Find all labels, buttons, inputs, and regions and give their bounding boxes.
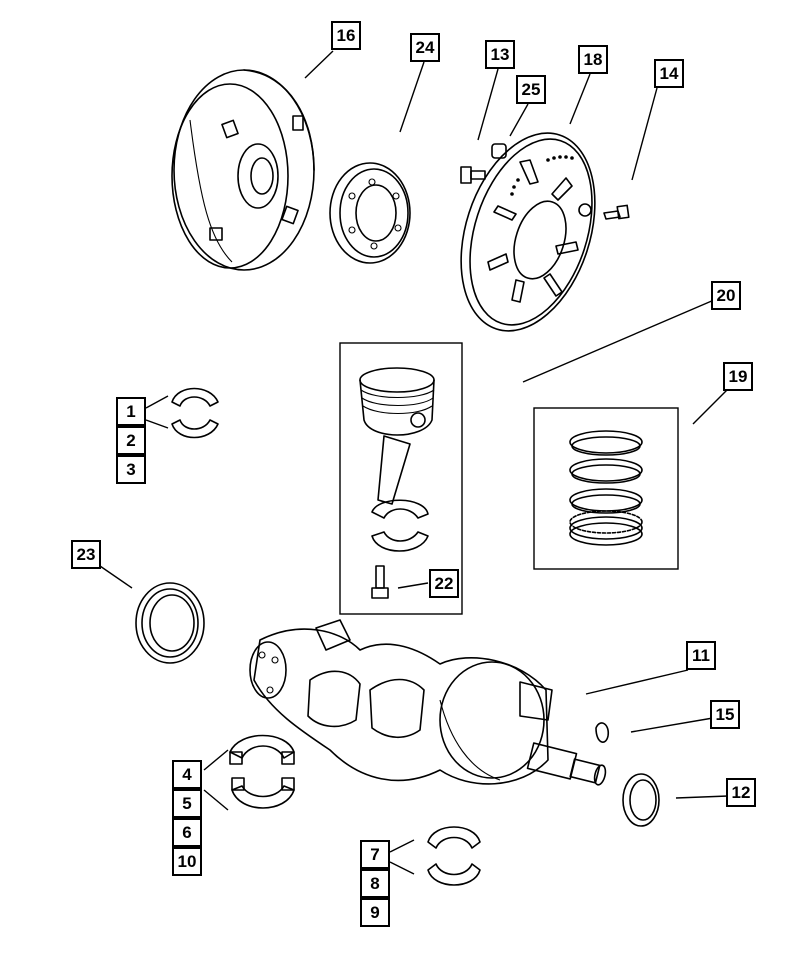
callout-1[interactable]: 1 [116,397,146,426]
dowel-drawing [491,143,507,159]
drive-plate-drawing [329,162,411,264]
callout-10[interactable]: 10 [172,847,202,876]
flexplate-drawing [460,132,596,332]
flexplate-bolt-drawing [460,166,486,184]
front-seal-drawing [622,773,660,827]
callout-19[interactable]: 19 [723,362,753,391]
callout-8[interactable]: 8 [360,869,390,898]
callout-25[interactable]: 25 [516,75,546,104]
callout-14[interactable]: 14 [654,59,684,88]
callout-9[interactable]: 9 [360,898,390,927]
rear-seal-drawing [135,582,205,664]
piston-rod-drawing [359,367,435,599]
converter-bolt-drawing [603,204,630,220]
callout-13[interactable]: 13 [485,40,515,69]
crank-key-drawing [595,722,610,743]
crankshaft-drawing [249,619,607,786]
leader-lines [99,50,729,875]
callout-12[interactable]: 12 [726,778,756,807]
callout-11[interactable]: 11 [686,641,716,670]
callout-3[interactable]: 3 [116,455,146,484]
callout-7[interactable]: 7 [360,840,390,869]
callout-18[interactable]: 18 [578,45,608,74]
piston-rod-frame [339,342,463,615]
callout-16[interactable]: 16 [331,21,361,50]
rod-bearing-drawing [171,387,219,439]
piston-rings-drawing [569,430,643,546]
piston-rings-frame [533,407,679,570]
callout-6[interactable]: 6 [172,818,202,847]
torque-converter-drawing [171,69,315,271]
callout-2[interactable]: 2 [116,426,146,455]
callout-20[interactable]: 20 [711,281,741,310]
main-bearing-drawing [229,734,295,809]
callout-4[interactable]: 4 [172,760,202,789]
callout-5[interactable]: 5 [172,789,202,818]
callout-23[interactable]: 23 [71,540,101,569]
thrust-bearing-drawing [427,826,481,886]
callout-15[interactable]: 15 [710,700,740,729]
callout-22[interactable]: 22 [429,569,459,598]
callout-24[interactable]: 24 [410,33,440,62]
